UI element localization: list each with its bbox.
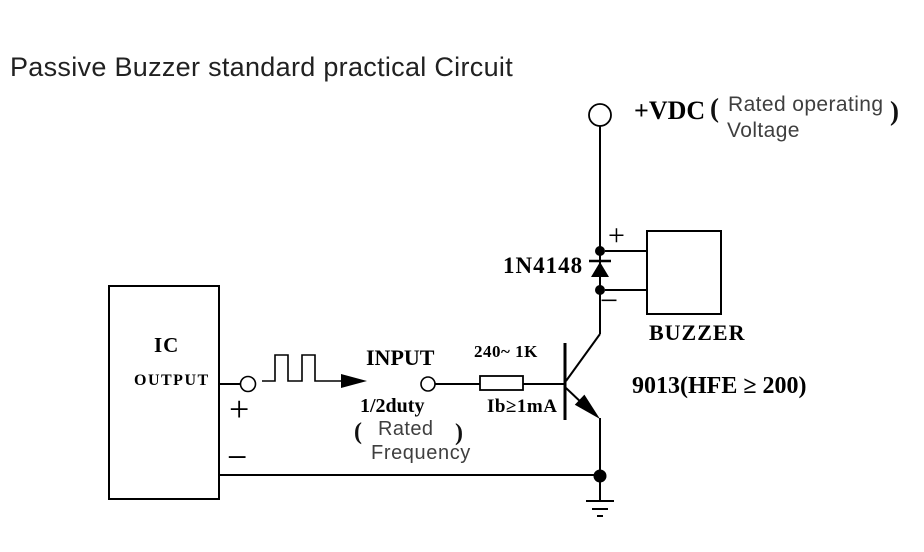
frequency-note-line1: Rated [378, 418, 434, 440]
square-wave-icon [262, 354, 349, 382]
vdc-label: +VDC [634, 96, 706, 125]
signal-arrow-icon [341, 374, 367, 388]
ic-label: IC [154, 333, 180, 357]
transistor-label: 9013(HFE ≥ 200) [632, 373, 807, 399]
input-node-circle [420, 376, 436, 392]
junction-dot-diode-top [595, 246, 605, 256]
power-note-line2: Voltage [727, 119, 800, 142]
resistor-symbol [479, 375, 524, 391]
output-node-circle [239, 375, 257, 393]
diode-symbol [589, 259, 611, 277]
transistor-collector-line [565, 333, 601, 382]
buzzer-plus-sign: + [608, 219, 625, 252]
power-note-close-paren: ) [890, 96, 899, 126]
page-title: Passive Buzzer standard practical Circui… [10, 52, 513, 82]
frequency-note-line2: Frequency [371, 442, 471, 464]
frequency-note-open-paren: ( [354, 419, 362, 445]
output-plus-sign: + [229, 389, 250, 429]
transistor-emitter-arrow-icon [574, 394, 600, 419]
buzzer-box [646, 230, 722, 315]
output-minus-sign: − [227, 437, 248, 477]
buzzer-label: BUZZER [649, 320, 746, 345]
power-note-line1: Rated operating [728, 93, 884, 116]
input-label: INPUT [366, 345, 435, 370]
ground-icon [586, 500, 614, 517]
frequency-note-close-paren: ) [455, 420, 463, 446]
diode-label: 1N4148 [503, 253, 584, 278]
junction-dot-ground [593, 469, 607, 483]
ic-output-label: OUTPUT [134, 372, 210, 389]
wires [219, 126, 647, 501]
vdc-terminal-circle [588, 103, 612, 127]
base-current-label: Ib≥1mA [487, 396, 558, 417]
junction-dot-diode-bottom [595, 285, 605, 295]
buzzer-minus-sign: − [600, 282, 619, 318]
duty-cycle-label: 1/2duty [360, 395, 425, 417]
power-note-open-paren: ( [710, 93, 719, 123]
resistor-value-label: 240~ 1K [474, 342, 538, 361]
ic-box [108, 285, 220, 500]
diode-triangle [591, 262, 609, 277]
